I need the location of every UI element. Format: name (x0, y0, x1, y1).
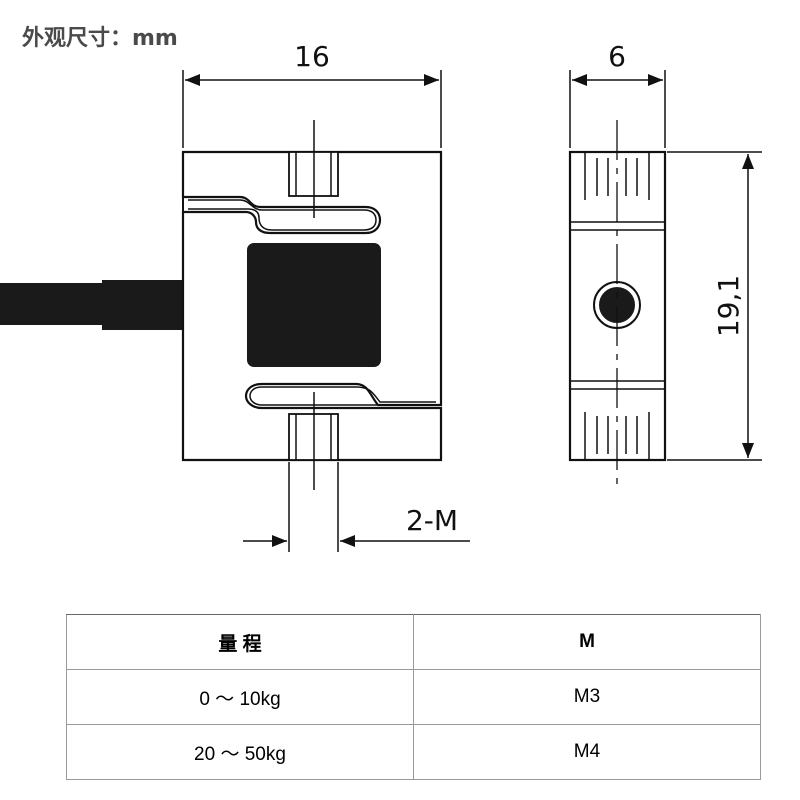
table-cell-range: 20 ～ 50kg (66, 724, 414, 780)
front-view (0, 70, 470, 552)
table-header-range: 量 程 (66, 614, 414, 670)
technical-drawing: 16 6 19,1 2-M (0, 40, 762, 552)
page-title: 外观尺寸：mm (22, 26, 178, 51)
dim-side-width: 6 (608, 40, 626, 73)
bottom-slot-inner (249, 386, 436, 406)
table-cell-m: M4 (413, 724, 761, 780)
table-row: 0 ～ 10kg M3 (66, 669, 761, 725)
table-header-m: M (413, 614, 761, 670)
dim-height: 19,1 (712, 275, 745, 337)
table-row: 20 ～ 50kg M4 (66, 724, 761, 780)
strain-gauge-pad (247, 243, 381, 367)
cable (0, 283, 104, 325)
dim-thread: 2-M (406, 504, 458, 537)
table-cell-m: M3 (413, 669, 761, 725)
top-slot-inner (188, 199, 377, 231)
table-header-row: 量 程 M (66, 614, 761, 670)
spec-table: 量 程 M 0 ～ 10kg M3 20 ～ 50kg M4 (66, 614, 761, 780)
cable-sleeve (102, 280, 184, 330)
dim-front-width: 16 (294, 40, 330, 73)
table-cell-range: 0 ～ 10kg (66, 669, 414, 725)
side-view (568, 70, 762, 492)
